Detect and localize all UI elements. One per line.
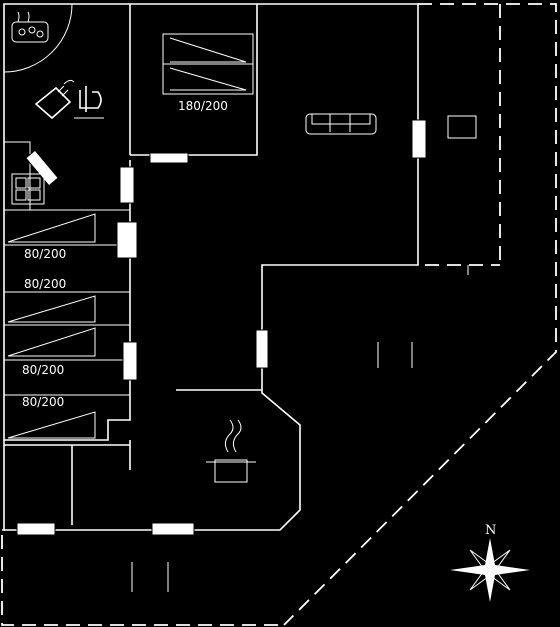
- toilet-icon: [74, 86, 104, 119]
- door-hall-2: [116, 221, 138, 259]
- hot-tub-icon: [3, 3, 73, 73]
- windows: [131, 115, 477, 592]
- door-bedroom: [149, 152, 189, 164]
- door-living: [255, 329, 269, 369]
- bunk-beds: 80/200 80/200 80/200 80/200: [7, 213, 96, 439]
- sofa-icon: [305, 113, 377, 135]
- double-bed: 180/200: [162, 33, 254, 113]
- door-bunkroom: [122, 341, 138, 381]
- door-hall-1: [119, 166, 135, 204]
- bed-size-label-bunk-2-bottom: 80/200: [22, 395, 64, 409]
- doors: [16, 119, 427, 536]
- bed-size-label-bunk-2-top: 80/200: [22, 363, 64, 377]
- washing-machine-icon: [11, 173, 45, 205]
- door-side: [16, 522, 56, 536]
- terrace-outline: [1, 3, 557, 626]
- compass-north-label: N: [485, 523, 496, 538]
- bed-size-label-bunk-1-top: 80/200: [24, 247, 66, 261]
- door-entrance: [151, 522, 195, 536]
- bed-size-label-double: 180/200: [178, 99, 228, 113]
- cooking-pot-icon: [206, 419, 256, 483]
- walls: [2, 3, 419, 531]
- bed-size-label-bunk-1-bottom: 80/200: [24, 277, 66, 291]
- compass-rose-icon: N: [450, 523, 530, 602]
- shower-icon: [34, 79, 75, 120]
- door-bath: [25, 149, 59, 187]
- door-terrace: [411, 119, 427, 159]
